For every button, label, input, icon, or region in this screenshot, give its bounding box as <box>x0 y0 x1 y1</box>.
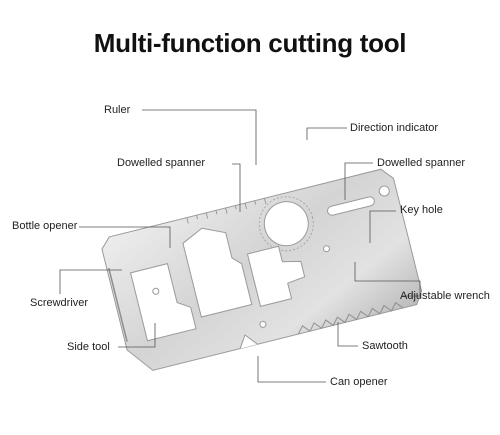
tool-card <box>101 168 423 371</box>
label-ruler: Ruler <box>104 104 131 116</box>
bottle-opener-cutout <box>129 263 197 342</box>
can-opener-notch <box>239 334 258 349</box>
key-hole <box>378 185 390 197</box>
leader-dowelled-right <box>344 162 373 200</box>
small-hole <box>259 320 267 328</box>
leader-dowelled-left <box>232 163 241 212</box>
leader-sidetool <box>118 323 156 348</box>
side-tool-edge <box>107 267 128 342</box>
leader-lines <box>59 109 421 383</box>
leader-canopener <box>257 356 326 383</box>
small-hole <box>323 245 331 253</box>
slot-cutout <box>327 196 375 216</box>
direction-indicator-dial <box>258 196 314 252</box>
leader-sawtooth <box>337 322 358 347</box>
ruler-ticks <box>186 198 267 224</box>
diagram-title: Multi-function cutting tool <box>93 28 407 58</box>
leader-ruler <box>142 109 257 165</box>
adjustable-wrench-cutout <box>246 245 306 308</box>
label-dowelled-spanner-right: Dowelled spanner <box>377 157 466 169</box>
dowelled-spanner-cutout <box>182 227 253 318</box>
leader-wrench <box>354 262 421 297</box>
label-bottle-opener: Bottle opener <box>12 220 78 232</box>
label-can-opener: Can opener <box>330 376 388 388</box>
sawtooth-edge <box>297 301 404 335</box>
leader-direction <box>306 127 347 140</box>
label-sawtooth: Sawtooth <box>362 340 408 352</box>
label-key-hole: Key hole <box>400 204 443 216</box>
leader-bottle <box>79 226 171 248</box>
label-screwdriver: Screwdriver <box>30 297 89 309</box>
leader-screwdriver <box>59 269 122 294</box>
leader-keyhole <box>369 210 396 243</box>
label-direction-indicator: Direction indicator <box>350 122 439 134</box>
small-hole <box>152 287 160 295</box>
label-adjustable-wrench: Adjustable wrench <box>400 290 490 302</box>
label-dowelled-spanner-left: Dowelled spanner <box>117 157 206 169</box>
label-side-tool: Side tool <box>67 341 110 353</box>
